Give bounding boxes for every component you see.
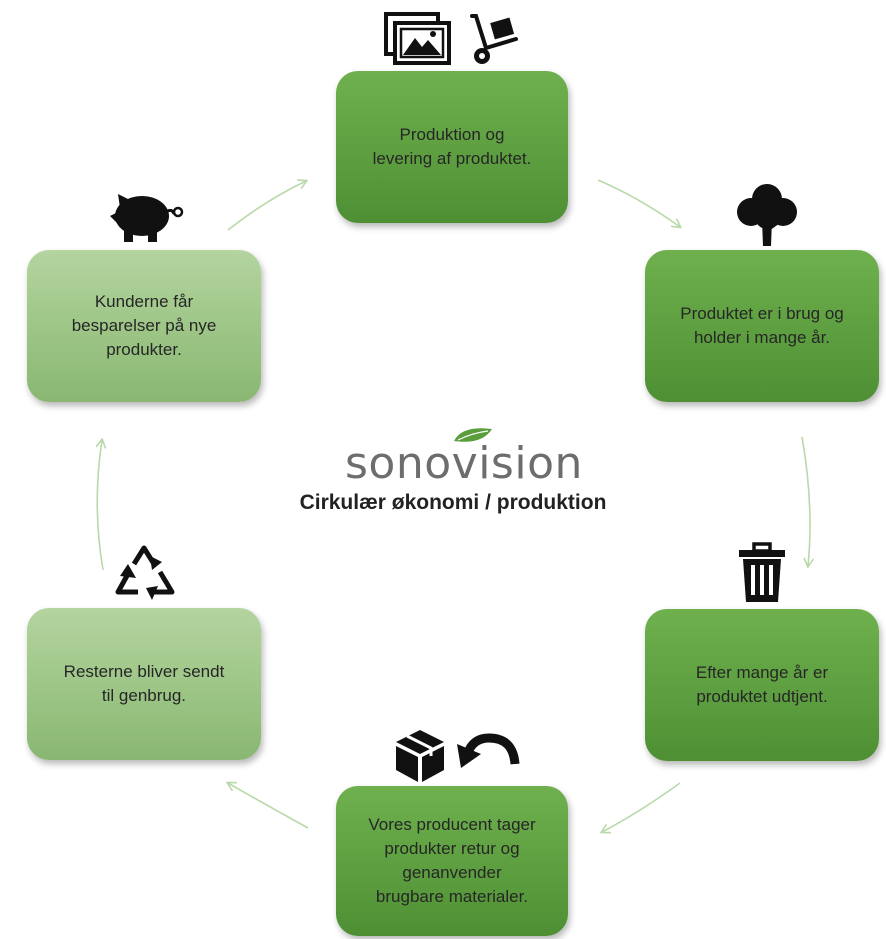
step-recycling-box: Resterne bliver sendt til genbrug. [27, 608, 261, 760]
step-savings-text: Kunderne får besparelser på nye produkte… [71, 292, 217, 359]
recycle-icon [115, 545, 175, 600]
trash-can-icon [739, 542, 785, 602]
step-worn-out-text: Efter mange år er produktet udtjent. [695, 663, 829, 706]
diagram-subtitle: Cirkulær økonomi / produktion [299, 491, 607, 514]
leaf-icon [454, 428, 492, 442]
step-return-text: Vores producent tager produkter retur og… [368, 815, 536, 906]
return-arrow-icon [457, 733, 520, 768]
arrow-4-to-5 [228, 783, 309, 829]
step-production-text: Produktion og levering af produktet. [372, 125, 532, 168]
step-worn-out-box: Efter mange år er produktet udtjent. [645, 609, 879, 761]
package-icon [396, 730, 444, 782]
hand-truck-icon [470, 14, 518, 64]
picture-frames-icon [384, 12, 451, 65]
step-in-use-box: Produktet er i brug og holder i mange år… [645, 250, 879, 402]
step-production-box: Produktion og levering af produktet. [336, 71, 568, 223]
step-return-box: Vores producent tager produkter retur og… [336, 786, 568, 936]
logo-wordmark: sonovision [345, 438, 583, 489]
step-recycling-text: Resterne bliver sendt til genbrug. [63, 662, 225, 705]
arrow-6-to-1 [227, 181, 306, 231]
step-in-use-text: Produktet er i brug og holder i mange år… [680, 304, 844, 347]
arrow-2-to-3 [801, 436, 810, 566]
arrow-3-to-4 [602, 782, 681, 832]
piggy-bank-icon [110, 194, 184, 242]
tree-icon [737, 184, 797, 246]
arrow-1-to-2 [597, 179, 680, 227]
arrow-5-to-6 [97, 440, 103, 571]
step-savings-box: Kunderne får besparelser på nye produkte… [27, 250, 261, 402]
